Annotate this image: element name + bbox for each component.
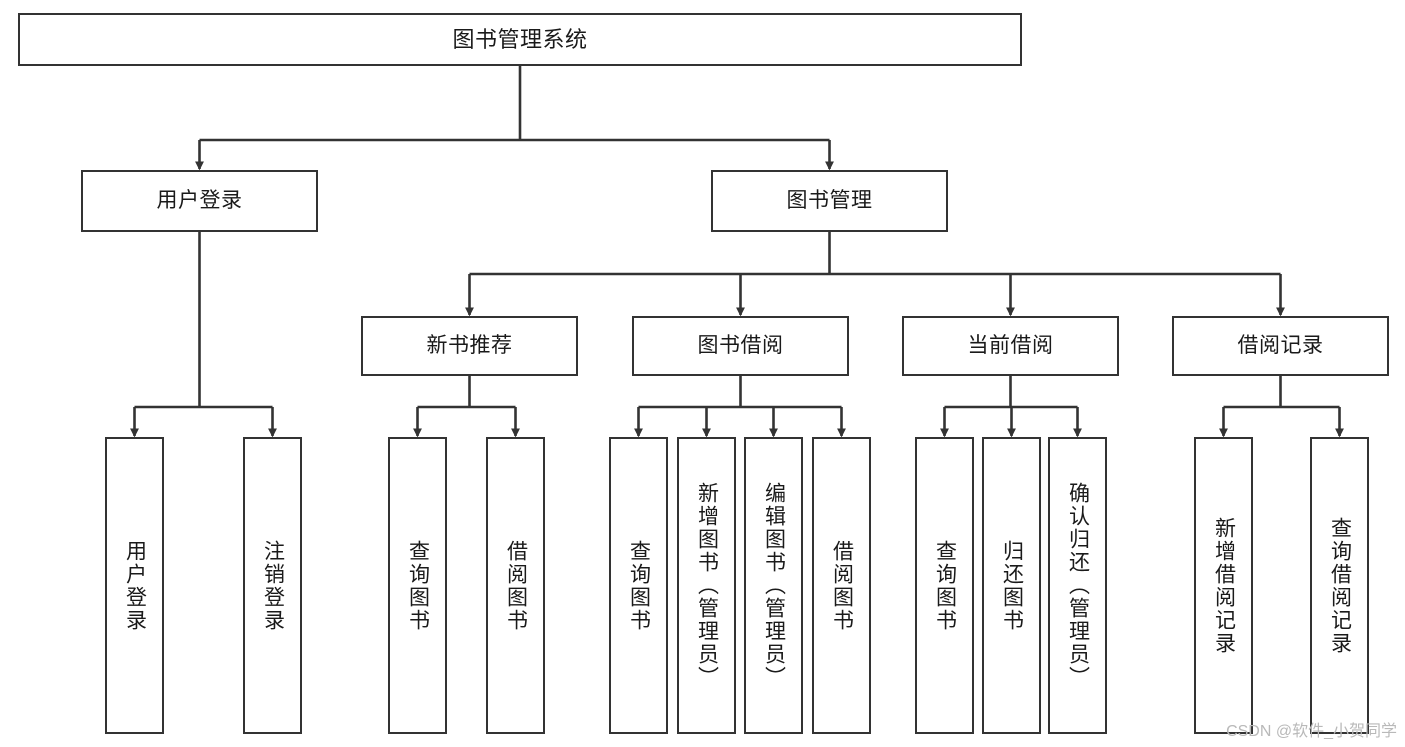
node-label: 归还图书 (1000, 539, 1024, 632)
node-label: 查询图书 (406, 539, 430, 632)
node-current-borrow: 当前借阅 (902, 316, 1119, 376)
node-label: 图书管理 (786, 188, 873, 212)
node-label: 查询图书 (933, 539, 957, 632)
node-borrow-records: 借阅记录 (1172, 316, 1389, 376)
node-leaf-query-book-1: 查询图书 (388, 437, 447, 734)
node-leaf-borrow-book-1: 借阅图书 (486, 437, 545, 734)
node-label: 用户登录 (156, 188, 243, 212)
node-leaf-query-book-2: 查询图书 (609, 437, 668, 734)
node-leaf-query-book-3: 查询图书 (915, 437, 974, 734)
node-label: 新增借阅记录 (1212, 516, 1236, 655)
node-leaf-user-logout: 注销登录 (243, 437, 302, 734)
node-label: 新增图书（管理员） (695, 482, 719, 689)
watermark: CSDN @软件_小贺同学 (1226, 723, 1397, 740)
node-leaf-borrow-book-2: 借阅图书 (812, 437, 871, 734)
node-label: 确认归还（管理员） (1066, 482, 1090, 689)
node-new-book-rec: 新书推荐 (361, 316, 578, 376)
node-label: 借阅图书 (830, 539, 854, 632)
node-label: 借阅图书 (504, 539, 528, 632)
node-label: 查询借阅记录 (1328, 516, 1352, 655)
edge-paths (130, 66, 1344, 438)
node-label: 图书借阅 (697, 333, 784, 357)
node-leaf-edit-book: 编辑图书（管理员） (744, 437, 803, 734)
node-leaf-add-record: 新增借阅记录 (1194, 437, 1253, 734)
node-root: 图书管理系统 (18, 13, 1022, 66)
node-label: 查询图书 (627, 539, 651, 632)
node-label: 新书推荐 (426, 333, 513, 357)
node-label: 当前借阅 (967, 333, 1054, 357)
node-leaf-confirm-return: 确认归还（管理员） (1048, 437, 1107, 734)
node-label: 借阅记录 (1237, 333, 1324, 357)
node-book-borrow: 图书借阅 (632, 316, 849, 376)
node-leaf-query-record: 查询借阅记录 (1310, 437, 1369, 734)
node-label: 图书管理系统 (452, 26, 588, 52)
node-leaf-return-book: 归还图书 (982, 437, 1041, 734)
node-leaf-user-login: 用户登录 (105, 437, 164, 734)
node-label: 用户登录 (123, 539, 147, 632)
node-leaf-add-book: 新增图书（管理员） (677, 437, 736, 734)
node-label: 注销登录 (261, 539, 285, 632)
node-user-login: 用户登录 (81, 170, 318, 232)
node-label: 编辑图书（管理员） (762, 482, 786, 689)
node-book-manage: 图书管理 (711, 170, 948, 232)
